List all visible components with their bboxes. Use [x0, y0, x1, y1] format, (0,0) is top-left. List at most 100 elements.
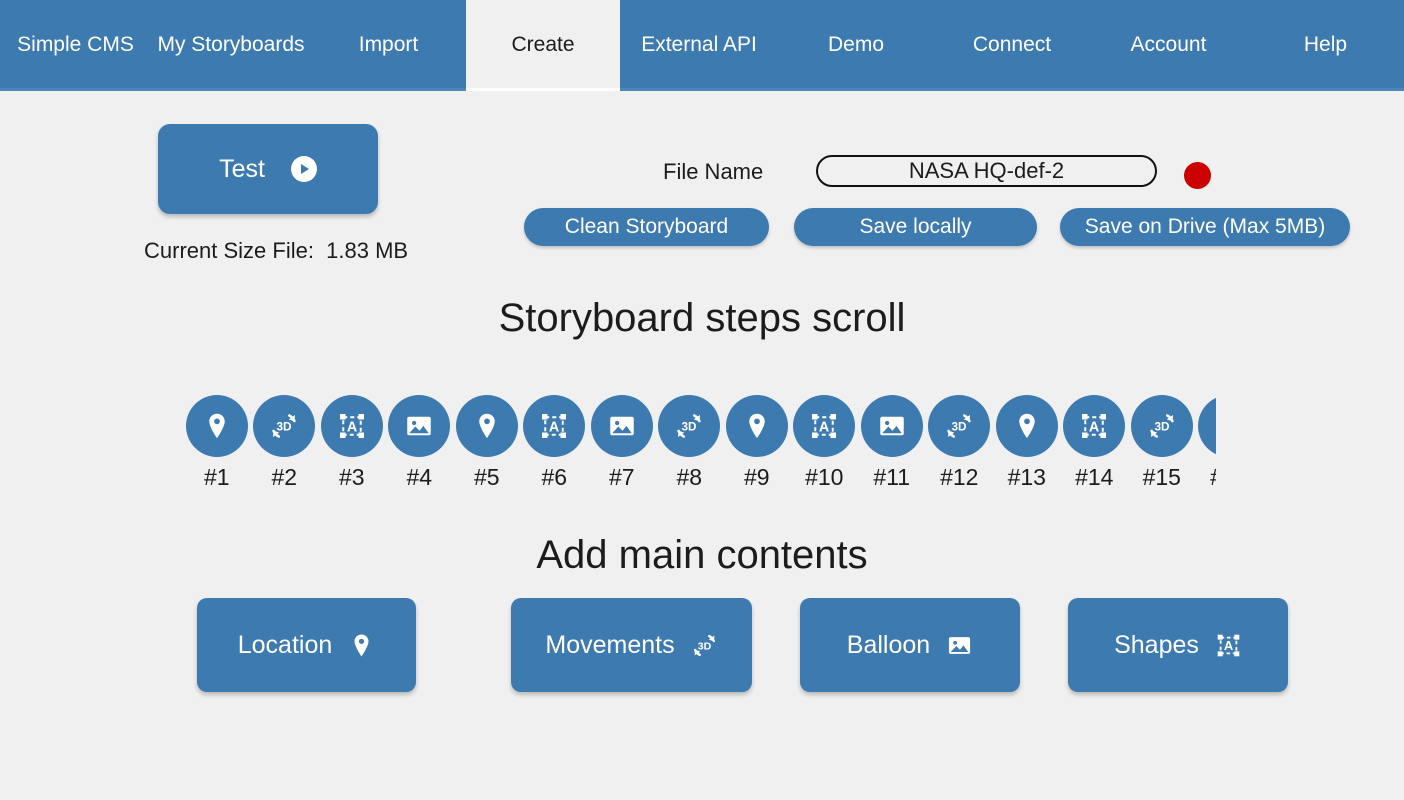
rotate-3d-icon: 3D [1150, 414, 1174, 438]
shapes-icon: A [542, 414, 567, 438]
storyboard-step[interactable]: A #3 [318, 395, 386, 491]
storyboard-step-circle[interactable]: A [1063, 395, 1126, 457]
nav-tab-connect[interactable]: Connect [934, 0, 1090, 90]
storyboard-step[interactable]: #1 [183, 395, 251, 491]
storyboard-step[interactable]: 3D #12 [926, 395, 994, 491]
storyboard-step-label: #15 [1142, 464, 1181, 490]
add-balloon-button[interactable]: Balloon [800, 598, 1020, 692]
svg-text:3D: 3D [1154, 421, 1169, 434]
storyboard-step[interactable]: #4 [386, 395, 454, 491]
location-pin-icon [1019, 413, 1035, 439]
storyboard-step-circle[interactable] [590, 395, 653, 457]
rotate-3d-icon: 3D [677, 414, 701, 438]
storyboard-step[interactable]: #7 [588, 395, 656, 491]
storyboard-step[interactable]: A #10 [791, 395, 859, 491]
save-actions-row: Clean Storyboard Save locally Save on Dr… [0, 208, 1404, 246]
storyboard-step-label: #9 [743, 464, 770, 490]
storyboard-step-circle[interactable] [1198, 395, 1216, 457]
file-name-label: File Name [663, 159, 764, 184]
rotate-3d-icon: 3D [693, 634, 715, 656]
storyboard-step[interactable]: A #14 [1061, 395, 1129, 491]
save-on-drive-button[interactable]: Save on Drive (Max 5MB) [1060, 208, 1350, 246]
storyboard-step-label: #14 [1075, 464, 1114, 490]
storyboard-step[interactable]: #13 [993, 395, 1061, 491]
nav-tab-account[interactable]: Account [1090, 0, 1247, 90]
add-shapes-label: Shapes [1114, 630, 1199, 659]
storyboard-step[interactable]: 3D #2 [251, 395, 319, 491]
rotate-3d-icon: 3D [947, 414, 971, 438]
shapes-icon: A [812, 414, 837, 438]
location-pin-icon [1214, 411, 1216, 441]
nav-tab-external-api[interactable]: External API [620, 0, 778, 90]
location-pin-icon [209, 413, 225, 439]
current-size-file-text: Current Size File: 1.83 MB [144, 238, 409, 263]
svg-text:3D: 3D [952, 421, 967, 434]
storyboard-step-circle[interactable] [388, 395, 451, 457]
storyboard-steps-track: #1 3D #2 A #3 #4 #5 A#6 #7 3D #8 #9 A #10 #11 3D #12 #13 A… [183, 395, 1216, 491]
nav-tab-help[interactable]: Help [1247, 0, 1404, 90]
storyboard-step-label: #8 [676, 464, 703, 490]
storyboard-step[interactable]: #16 [1196, 395, 1216, 491]
svg-text:A: A [1089, 419, 1099, 435]
storyboard-steps-title: Storyboard steps scroll [498, 296, 906, 340]
svg-text:3D: 3D [697, 640, 711, 652]
storyboard-step-circle[interactable] [455, 395, 518, 457]
image-icon [610, 416, 634, 436]
storyboard-step-label: #11 [873, 464, 911, 490]
test-button[interactable]: Test [158, 124, 378, 214]
storyboard-step-circle[interactable]: A [793, 395, 856, 457]
storyboard-step-circle[interactable]: 3D [1130, 395, 1193, 457]
storyboard-step-label: #1 [203, 464, 230, 490]
storyboard-step[interactable]: #11 [858, 395, 926, 491]
nav-tab-my-storyboards[interactable]: My Storyboards [151, 0, 311, 90]
nav-tab-simple-cms[interactable]: Simple CMS [0, 0, 151, 90]
svg-text:A: A [347, 419, 357, 435]
play-icon [290, 156, 317, 182]
storyboard-step-circle[interactable] [860, 395, 923, 457]
storyboard-step-label: #16 [1210, 464, 1216, 491]
storyboard-step[interactable]: #5 [453, 395, 521, 491]
storyboard-step[interactable]: 3D #15 [1128, 395, 1196, 491]
svg-text:A: A [819, 419, 829, 435]
clean-storyboard-button[interactable]: Clean Storyboard [524, 208, 769, 246]
storyboard-step-label: #12 [940, 464, 979, 490]
save-locally-button[interactable]: Save locally [794, 208, 1037, 246]
storyboard-step-label: #10 [805, 464, 844, 490]
storyboard-step-label: #4 [406, 464, 433, 490]
storyboard-step-label: #13 [1007, 464, 1046, 490]
shapes-icon: A [1082, 414, 1107, 438]
svg-text:3D: 3D [682, 421, 697, 434]
add-movements-button[interactable]: Movements 3D [511, 598, 752, 692]
storyboard-step-label: #5 [473, 464, 500, 490]
storyboard-step-circle[interactable] [725, 395, 788, 457]
storyboard-steps-scroller[interactable]: #1 3D #2 A #3 #4 #5 A#6 #7 3D #8 #9 A #10 #11 3D #12 #13 A… [183, 395, 1216, 495]
file-name-input[interactable] [816, 155, 1157, 187]
storyboard-step-label: #7 [608, 464, 635, 490]
add-main-contents-title: Add main contents [536, 533, 868, 577]
storyboard-step-circle[interactable] [185, 395, 248, 457]
image-icon [880, 416, 904, 436]
add-location-button[interactable]: Location [197, 598, 416, 692]
storyboard-step[interactable]: #9 [723, 395, 791, 491]
storyboard-step-circle[interactable]: 3D [253, 395, 316, 457]
nav-tab-demo[interactable]: Demo [778, 0, 934, 90]
svg-text:3D: 3D [277, 421, 292, 434]
storyboard-step-label: #2 [271, 464, 298, 490]
storyboard-step[interactable]: A#6 [521, 395, 589, 491]
storyboard-step-circle[interactable] [995, 395, 1058, 457]
location-pin-icon [749, 413, 765, 439]
storyboard-step-circle[interactable]: A [523, 395, 586, 457]
location-pin-icon [354, 633, 369, 656]
storyboard-step-label: #3 [338, 464, 365, 490]
test-button-label: Test [219, 154, 265, 183]
storyboard-step-circle[interactable]: A [320, 395, 383, 457]
nav-tab-import[interactable]: Import [311, 0, 466, 90]
add-movements-label: Movements [545, 630, 675, 659]
storyboard-step-circle[interactable]: 3D [928, 395, 991, 457]
storyboard-step-circle[interactable]: 3D [658, 395, 721, 457]
storyboard-step[interactable]: 3D #8 [656, 395, 724, 491]
rotate-3d-icon: 3D [272, 414, 296, 438]
nav-tab-create[interactable]: Create [466, 0, 620, 90]
image-icon [949, 636, 971, 654]
